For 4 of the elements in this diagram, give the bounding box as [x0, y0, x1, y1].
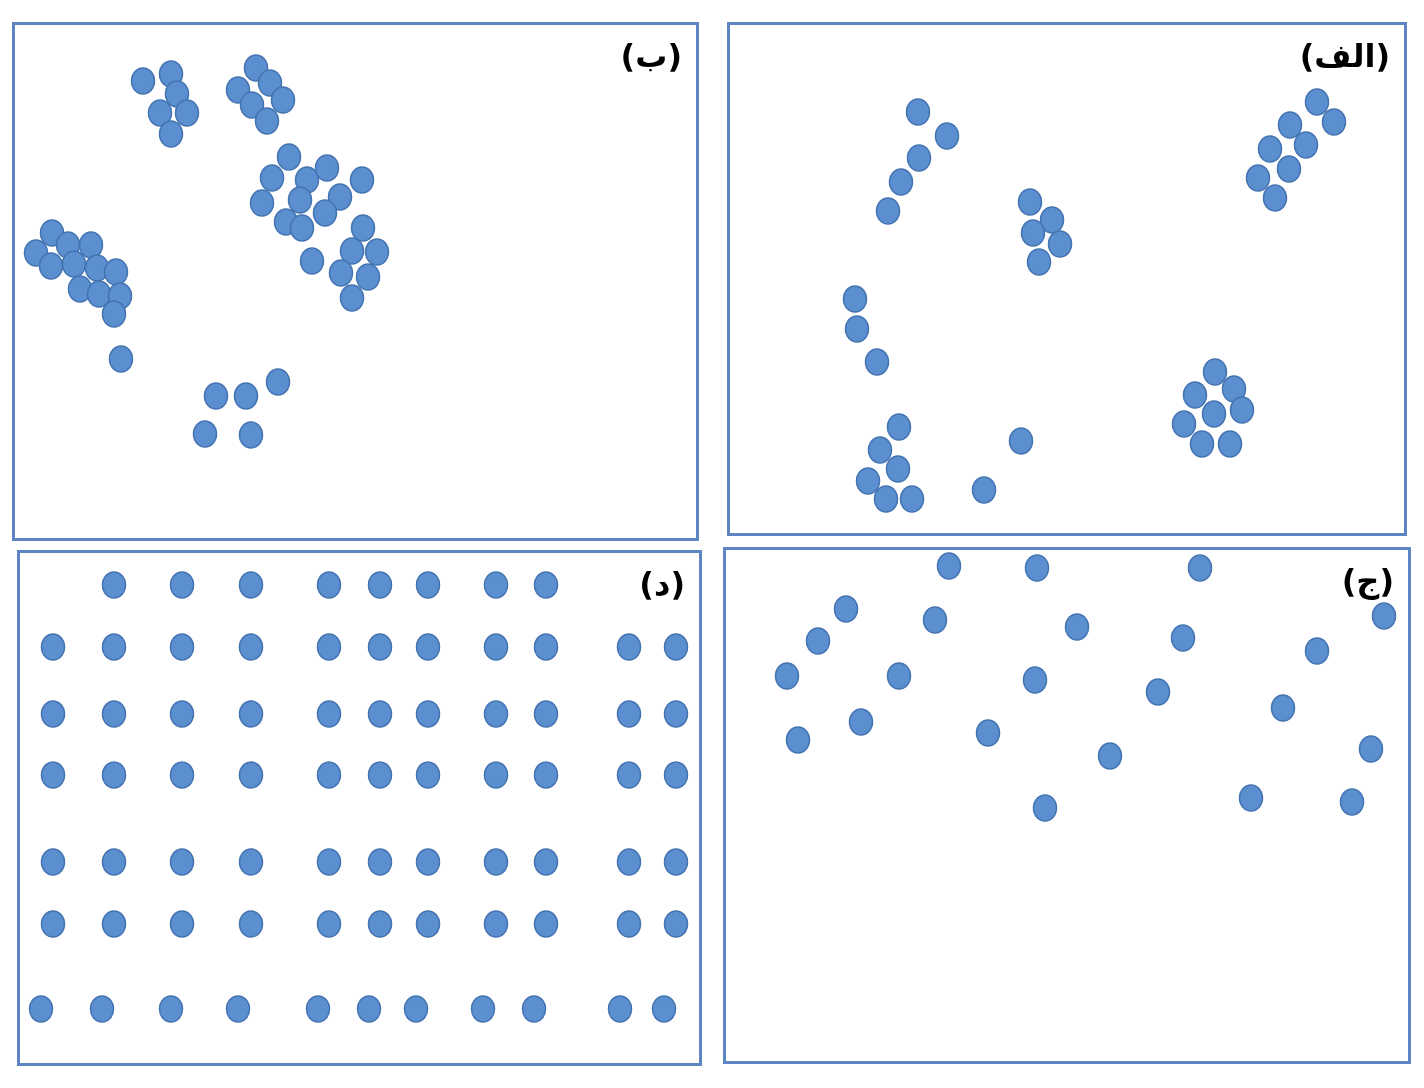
panel-frame: [17, 550, 702, 1066]
panel-frame: [12, 22, 699, 541]
panel-frame: [723, 547, 1411, 1064]
panel-frame: [727, 22, 1407, 536]
